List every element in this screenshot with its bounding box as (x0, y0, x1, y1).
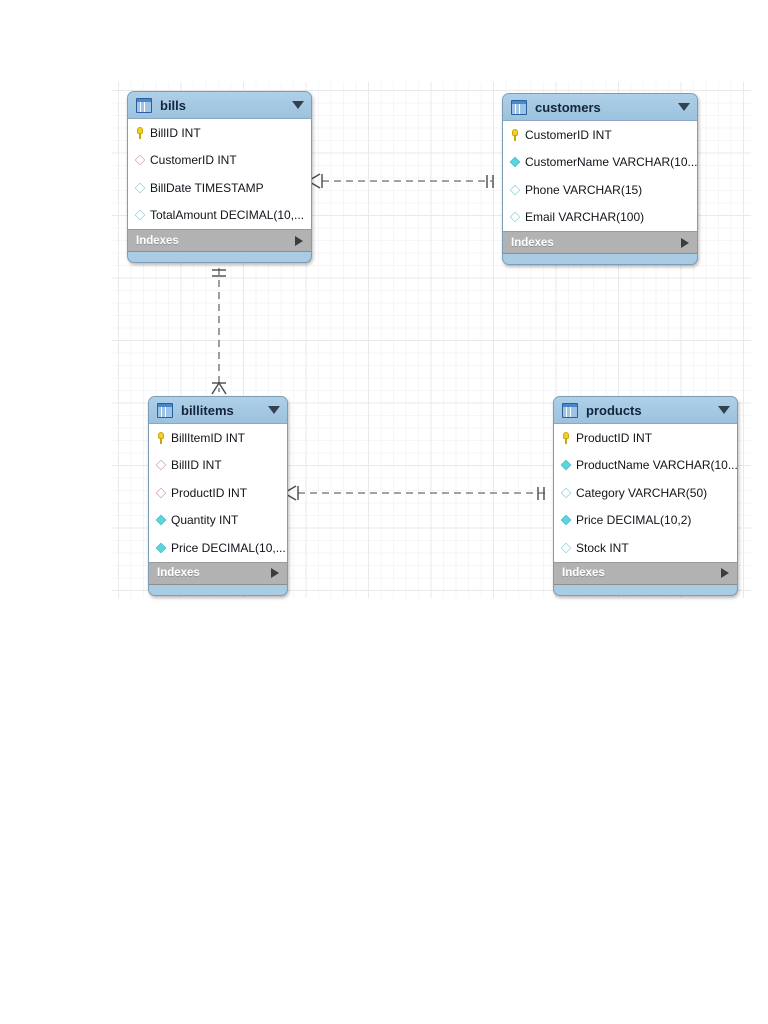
column-row[interactable]: BillItemID INT (149, 424, 287, 452)
chevron-right-icon[interactable] (271, 568, 279, 578)
chevron-down-icon[interactable] (292, 101, 304, 109)
column-row[interactable]: BillID INT (128, 119, 311, 147)
column-row[interactable]: Phone VARCHAR(15) (503, 176, 697, 204)
table-name-label: bills (160, 97, 187, 113)
column-label: TotalAmount DECIMAL(10,... (150, 208, 305, 223)
column-row[interactable]: Category VARCHAR(50) (554, 479, 737, 507)
column-label: CustomerName VARCHAR(10... (525, 155, 697, 170)
diamond-null-icon (509, 184, 521, 196)
key-icon (560, 431, 572, 444)
column-label: ProductID INT (576, 430, 653, 445)
indexes-label: Indexes (157, 567, 200, 579)
chevron-right-icon[interactable] (295, 235, 303, 246)
key-icon (509, 128, 521, 141)
column-row[interactable]: ProductName VARCHAR(10... (554, 452, 737, 480)
indexes-label: Indexes (136, 234, 179, 247)
indexes-label: Indexes (511, 236, 554, 249)
column-label: Category VARCHAR(50) (576, 485, 708, 500)
diamond-nn-icon (560, 459, 572, 471)
diamond-nn-icon (155, 542, 167, 554)
chevron-right-icon[interactable] (721, 568, 729, 578)
indexes-label: Indexes (562, 567, 605, 579)
column-row[interactable]: TotalAmount DECIMAL(10,... (128, 202, 311, 230)
chevron-down-icon[interactable] (678, 103, 690, 111)
column-label: Price DECIMAL(10,... (171, 540, 286, 555)
table-header-customers[interactable]: customers (503, 94, 697, 120)
diamond-fk-icon (134, 154, 146, 166)
chevron-down-icon[interactable] (718, 406, 730, 414)
column-label: Email VARCHAR(100) (525, 210, 645, 225)
chevron-right-icon[interactable] (681, 237, 689, 248)
diamond-null-icon (560, 542, 572, 554)
column-label: Phone VARCHAR(15) (525, 182, 643, 197)
column-row[interactable]: Quantity INT (149, 507, 287, 535)
diamond-null-icon (134, 182, 146, 194)
column-label: Quantity INT (171, 513, 239, 528)
table-header-billitems[interactable]: billitems (149, 397, 287, 423)
diamond-fk-icon (155, 487, 167, 499)
table-header-products[interactable]: products (554, 397, 737, 423)
column-label: Stock INT (576, 540, 629, 555)
indexes-section-products[interactable]: Indexes (554, 562, 737, 585)
column-row[interactable]: Stock INT (554, 534, 737, 562)
table-columns-bills: BillID INT CustomerID INT BillDate TIMESTA… (128, 118, 311, 230)
indexes-section-bills[interactable]: Indexes (128, 230, 311, 252)
chevron-down-icon[interactable] (268, 406, 280, 414)
column-row[interactable]: Price DECIMAL(10,2) (554, 507, 737, 535)
diamond-nn-icon (155, 514, 167, 526)
table-name-label: billitems (181, 402, 234, 418)
column-label: BillDate TIMESTAMP (150, 180, 264, 195)
table-name-label: customers (535, 99, 601, 115)
column-row[interactable]: Email VARCHAR(100) (503, 204, 697, 232)
diamond-null-icon (560, 487, 572, 499)
column-row[interactable]: CustomerID INT (128, 147, 311, 175)
column-row[interactable]: ProductID INT (149, 479, 287, 507)
diamond-null-icon (509, 211, 521, 223)
table-name-label: products (586, 402, 642, 418)
table-columns-customers: CustomerID INT CustomerName VARCHAR(10...… (503, 120, 697, 232)
diamond-fk-icon (155, 459, 167, 471)
column-label: ProductID INT (171, 485, 248, 500)
table-columns-billitems: BillItemID INT BillID INT ProductID INT Qua… (149, 423, 287, 563)
table-icon (136, 97, 152, 113)
table-icon (157, 402, 173, 418)
column-label: BillID INT (150, 125, 201, 140)
table-icon (511, 99, 527, 115)
column-row[interactable]: BillID INT (149, 452, 287, 480)
column-row[interactable]: CustomerName VARCHAR(10... (503, 149, 697, 177)
column-label: ProductName VARCHAR(10... (576, 458, 737, 473)
diamond-null-icon (134, 209, 146, 221)
table-header-bills[interactable]: bills (128, 92, 311, 118)
key-icon (134, 126, 146, 139)
indexes-section-customers[interactable]: Indexes (503, 232, 697, 254)
indexes-section-billitems[interactable]: Indexes (149, 562, 287, 585)
column-label: Price DECIMAL(10,2) (576, 513, 692, 528)
column-row[interactable]: CustomerID INT (503, 121, 697, 149)
column-row[interactable]: ProductID INT (554, 424, 737, 452)
key-icon (155, 431, 167, 444)
diamond-nn-icon (509, 156, 521, 168)
table-columns-products: ProductID INT ProductName VARCHAR(10... Ca… (554, 423, 737, 563)
column-label: BillID INT (171, 458, 222, 473)
column-row[interactable]: Price DECIMAL(10,... (149, 534, 287, 562)
column-label: CustomerID INT (525, 127, 612, 142)
column-label: BillItemID INT (171, 430, 246, 445)
table-icon (562, 402, 578, 418)
column-row[interactable]: BillDate TIMESTAMP (128, 174, 311, 202)
column-label: CustomerID INT (150, 153, 237, 168)
diamond-nn-icon (560, 514, 572, 526)
